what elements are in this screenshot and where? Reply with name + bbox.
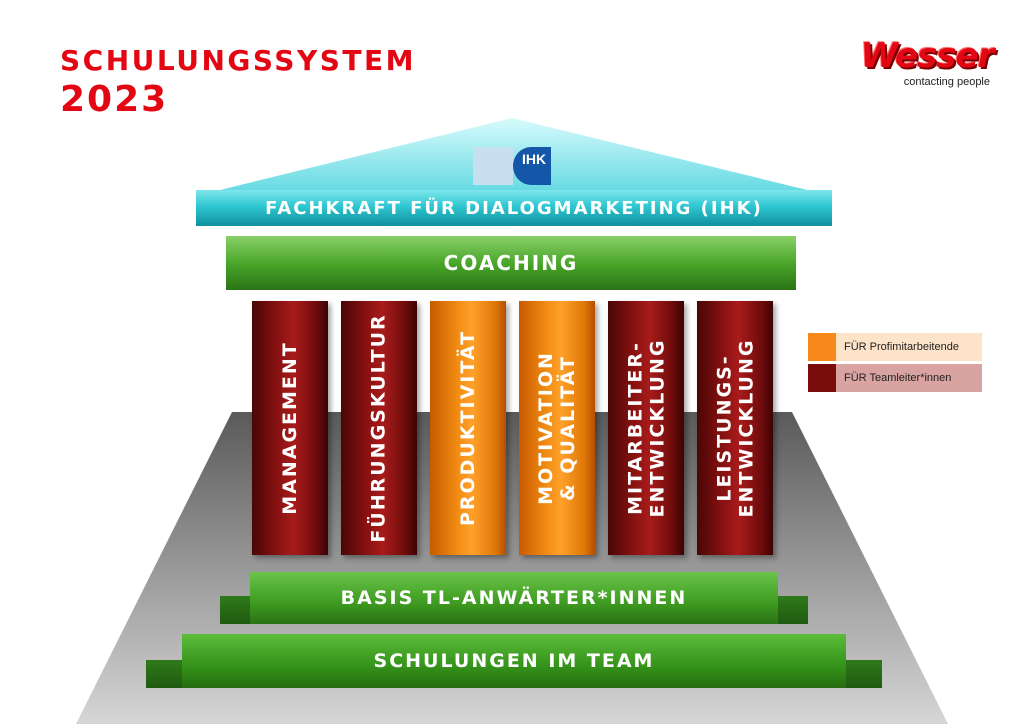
pillar-label: LEISTUNGS- (713, 354, 736, 502)
step-upper-left-ledge (220, 596, 250, 624)
pillar-label: & QUALITÄT (557, 355, 580, 501)
pillar-label: MOTIVATION (535, 351, 558, 505)
legend-item-profi: FÜR Profimitarbeitende (808, 333, 982, 361)
legend-item-teamleiter: FÜR Teamleiter*innen (808, 364, 982, 392)
pillar-label: ENTWICKLUNG (735, 338, 758, 518)
legend-label: FÜR Profimitarbeitende (836, 333, 982, 361)
step-bottom-left-ledge (146, 660, 182, 688)
pillar-label: PRODUKTIVITÄT (457, 329, 480, 527)
step-upper-right-ledge (778, 596, 808, 624)
pillar-management: MANAGEMENT (252, 301, 328, 555)
legend-swatch-orange (808, 333, 836, 361)
ihk-badge: IHK (513, 147, 551, 185)
pillar-label: MANAGEMENT (279, 341, 302, 515)
coaching-band: COACHING (226, 236, 796, 290)
pillar-motivation-qualitaet: MOTIVATION & QUALITÄT (519, 301, 595, 555)
pillar-fuehrungskultur: FÜHRUNGSKULTUR (341, 301, 417, 555)
step-basis-tl: BASIS TL-ANWÄRTER*INNEN (250, 572, 778, 624)
legend-label: FÜR Teamleiter*innen (836, 364, 982, 392)
pillar-label: MITARBEITER- (624, 341, 647, 515)
step-bottom-right-ledge (846, 660, 882, 688)
page-title: SCHULUNGSSYSTEM (60, 44, 416, 77)
pillar-label: FÜHRUNGSKULTUR (368, 313, 391, 543)
logo-tagline: contacting people (903, 76, 990, 88)
step-schulungen-team: SCHULUNGEN IM TEAM (182, 634, 846, 688)
legend-swatch-red (808, 364, 836, 392)
pillar-mitarbeiterentwicklung: MITARBEITER- ENTWICKLUNG (608, 301, 684, 555)
ihk-badge-left (473, 147, 513, 185)
pillar-leistungsentwicklung: LEISTUNGS- ENTWICKLUNG (697, 301, 773, 555)
pillar-produktivitaet: PRODUKTIVITÄT (430, 301, 506, 555)
ihk-badge-text: IHK (521, 151, 547, 167)
page-title-year: 2023 (60, 79, 169, 120)
pillar-label: ENTWICKLUNG (646, 338, 669, 518)
roof-band-ihk: FACHKRAFT FÜR DIALOGMARKETING (IHK) (196, 190, 832, 226)
wesser-logo: Wesser (860, 36, 995, 76)
